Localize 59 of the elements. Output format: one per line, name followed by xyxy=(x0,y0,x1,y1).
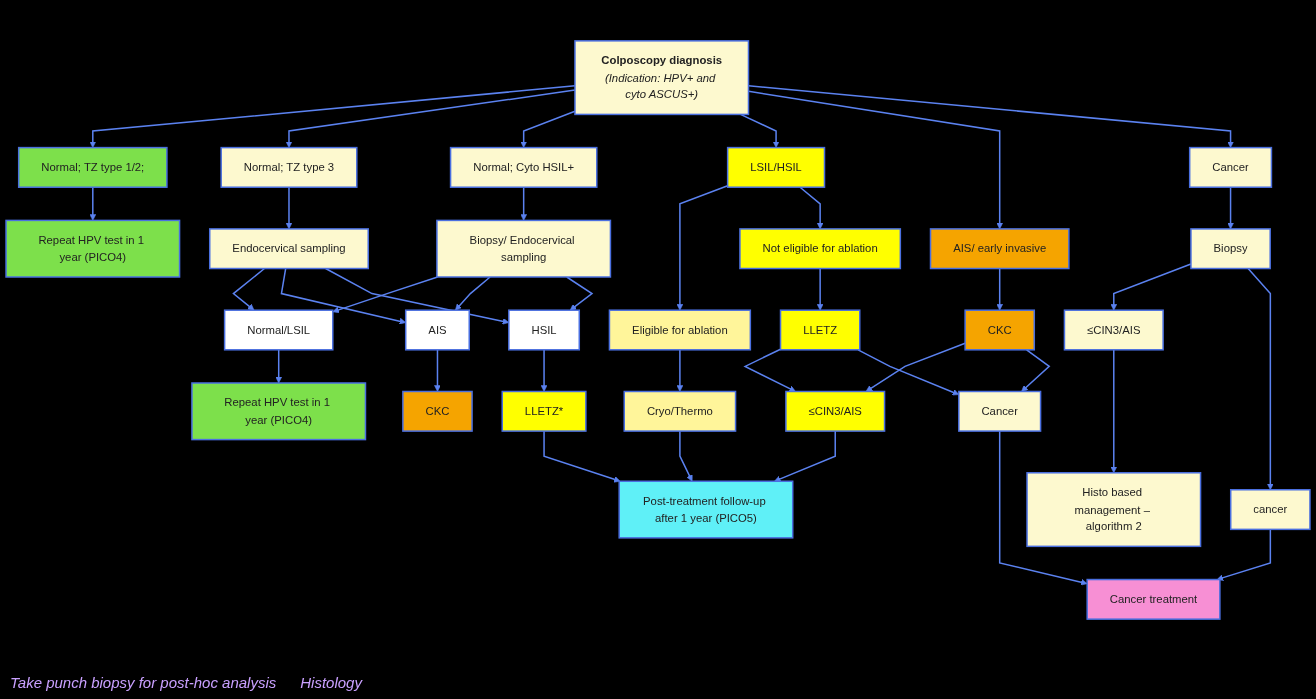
node-box: AIS xyxy=(404,309,470,351)
node-box: LSIL/HSIL xyxy=(726,146,826,188)
arrow xyxy=(998,430,1088,586)
node-box: Repeat HPV test in 1 year (PICO4) xyxy=(191,382,367,441)
arrow xyxy=(743,348,796,392)
node-box: Biopsy/ Endocervical sampling xyxy=(436,219,612,278)
arrow xyxy=(676,349,684,392)
arrow xyxy=(1110,349,1118,474)
arrow xyxy=(739,113,780,148)
arrow xyxy=(1021,349,1051,392)
arrow xyxy=(1216,528,1272,581)
node-box: Cancer xyxy=(958,390,1042,432)
node-box: Biopsy xyxy=(1190,228,1271,270)
node-box: Cryo/Thermo xyxy=(623,390,737,432)
arrow xyxy=(565,276,594,311)
arrow xyxy=(865,342,966,392)
arrow xyxy=(1227,186,1234,230)
node-box: Cancer treatment xyxy=(1086,578,1221,620)
arrow xyxy=(455,276,491,311)
node-box: LLETZ xyxy=(779,309,861,351)
node-box: Normal/LSIL xyxy=(223,309,334,351)
arrow xyxy=(232,267,266,311)
arrow xyxy=(332,276,439,314)
arrow xyxy=(434,349,441,392)
arrow xyxy=(676,185,729,311)
node-box: Normal; TZ type 1/2; xyxy=(17,146,168,188)
node-box: Normal; TZ type 3 xyxy=(220,146,358,188)
node-box: cancer xyxy=(1229,489,1311,531)
node-box: Eligible for ablation xyxy=(608,309,752,351)
node-box: CKC xyxy=(402,390,473,432)
arrow xyxy=(543,430,621,483)
arrow xyxy=(1247,267,1274,491)
node-box: HSIL xyxy=(508,309,581,351)
arrow xyxy=(679,430,693,482)
note-text: Take punch biopsy for post-hoc analysis xyxy=(10,674,277,691)
node-box: Normal; Cyto HSIL+ xyxy=(449,146,598,188)
node-box: Endocervical sampling xyxy=(209,228,369,270)
arrow xyxy=(280,267,406,325)
arrow xyxy=(520,186,527,221)
arrow xyxy=(799,186,824,230)
node-box: Histo based management – algorithm 2 xyxy=(1026,472,1202,548)
note-text: Histology xyxy=(300,674,362,691)
arrow xyxy=(774,430,836,483)
arrow xyxy=(89,186,97,221)
node-box: Post-treatment follow-up after 1 year (PICO5) xyxy=(618,480,794,539)
node-box: Not eligible for ablation xyxy=(739,228,902,270)
arrow xyxy=(275,349,283,384)
node-box: AIS/ early invasive xyxy=(929,228,1070,270)
node-box: CKC xyxy=(964,309,1036,351)
arrow xyxy=(816,267,824,311)
node-box: ≤CIN3/AIS xyxy=(785,390,886,432)
node-box: LLETZ* xyxy=(501,390,587,432)
arrow xyxy=(540,349,548,392)
node-box: Cancer xyxy=(1188,146,1273,188)
node-box: Colposcopy diagnosis (Indication: HPV+ and cyto ASCUS+) xyxy=(574,40,750,116)
arrow xyxy=(996,267,1003,311)
node-box: ≤CIN3/AIS xyxy=(1063,309,1164,351)
arrow xyxy=(285,186,293,230)
node-box: Repeat HPV test in 1 year (PICO4) xyxy=(5,219,181,278)
